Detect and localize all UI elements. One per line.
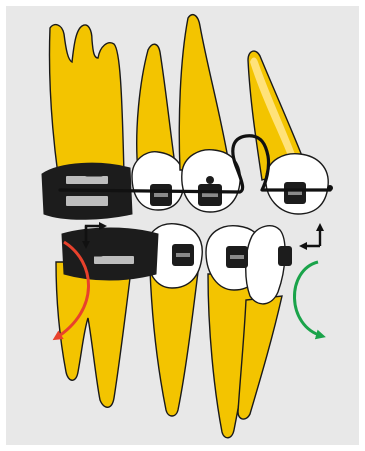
bracket-upper-1 [150,184,172,206]
bracket-lower-3 [278,246,292,266]
bracket-upper-3 [284,182,306,204]
archwire-end-hook [327,185,333,191]
bracket-lower-2 [226,246,248,268]
bracket-lower-1 [172,244,194,266]
upper-molar [49,25,124,175]
